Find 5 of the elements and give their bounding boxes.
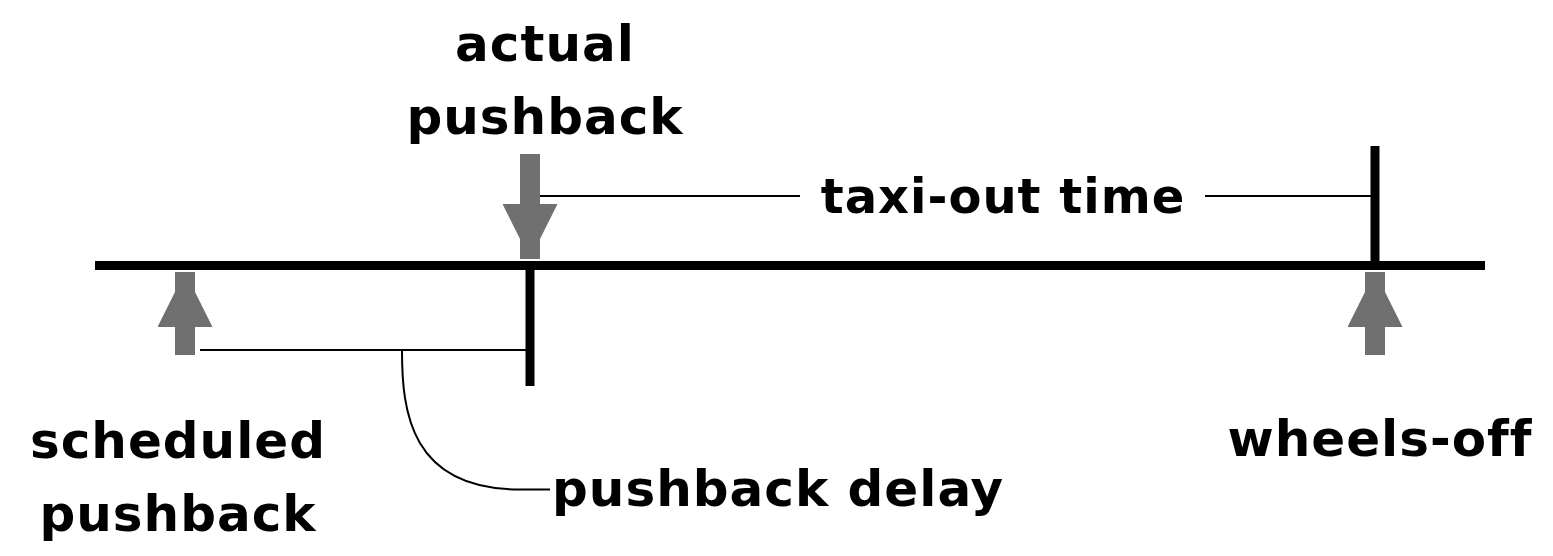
arrow bbox=[502, 154, 558, 259]
arrow bbox=[1347, 272, 1403, 355]
arrow bbox=[157, 272, 213, 355]
timeline-bar bbox=[95, 261, 1485, 270]
leader-line bbox=[401, 350, 551, 491]
